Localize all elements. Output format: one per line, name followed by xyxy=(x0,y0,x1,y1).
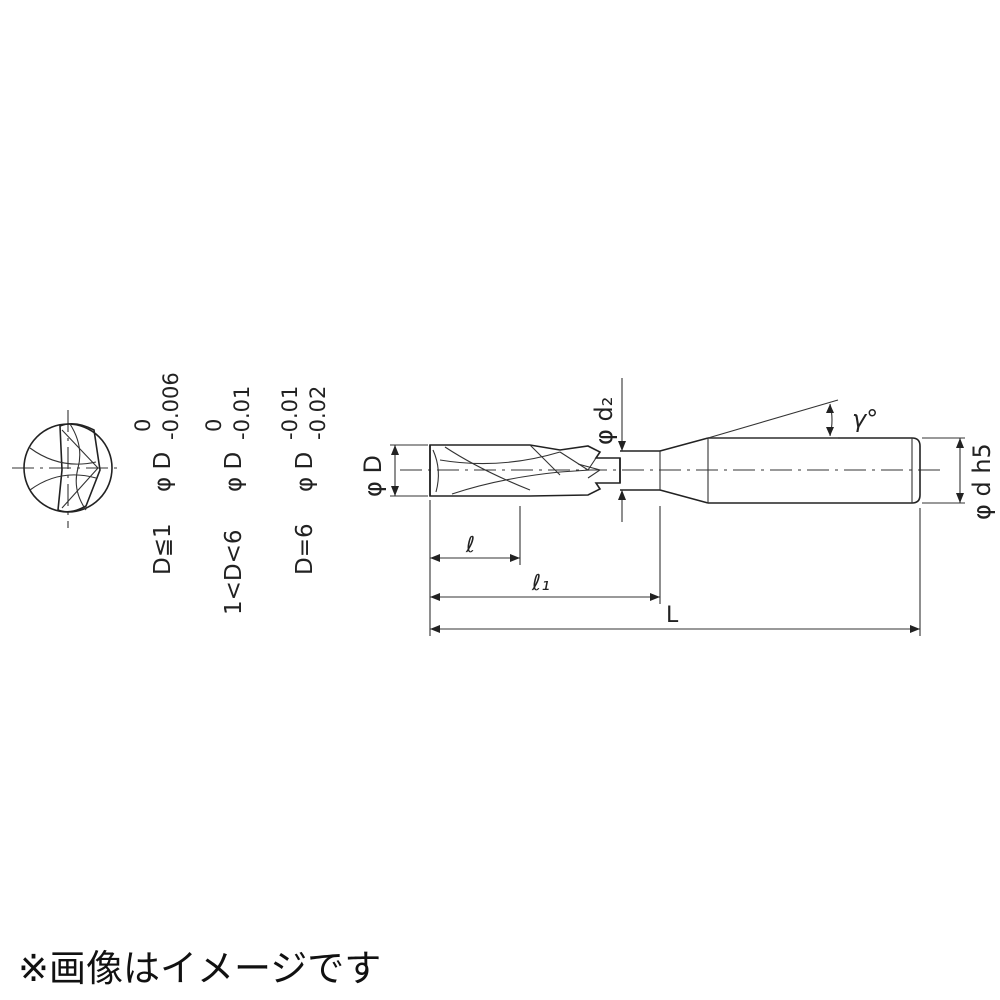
dimension-L: L xyxy=(430,603,920,633)
side-view xyxy=(400,437,945,504)
shank-diameter-label: φ d h5 xyxy=(968,443,996,520)
row1-upper: 0 xyxy=(131,419,155,432)
row1-condition: D≦1 xyxy=(150,523,176,575)
row2-symbol: φ D xyxy=(221,452,247,492)
dimension-l1: ℓ₁ xyxy=(430,571,660,601)
row3-symbol: φ D xyxy=(292,452,318,492)
end-view xyxy=(12,410,120,528)
tolerance-row-2: 1<D<6 φ D 0 -0.01 xyxy=(202,386,254,615)
dimension-d2: φ d₂ xyxy=(590,378,626,522)
row3-lower: -0.02 xyxy=(306,386,330,440)
diameter-label: φ D xyxy=(359,455,387,497)
dimension-l: ℓ xyxy=(430,533,520,562)
row2-lower: -0.01 xyxy=(230,386,254,440)
dimension-D: φ D xyxy=(359,444,428,497)
flute-length-label: ℓ xyxy=(465,533,475,558)
row2-upper: 0 xyxy=(202,419,226,432)
dimension-d-h5: φ d h5 xyxy=(922,437,996,520)
tolerance-row-1: D≦1 φ D 0 -0.006 xyxy=(131,372,183,575)
overall-length-label: L xyxy=(666,603,679,628)
row3-upper: -0.01 xyxy=(278,386,302,440)
neck-length-label: ℓ₁ xyxy=(531,571,550,596)
image-disclaimer: ※画像はイメージです xyxy=(18,947,382,990)
row1-lower: -0.006 xyxy=(159,372,183,440)
tolerance-row-3: D=6 φ D -0.01 -0.02 xyxy=(278,386,330,575)
dimension-angle: γ° xyxy=(707,399,878,439)
row1-symbol: φ D xyxy=(150,452,176,492)
neck-diameter-label: φ d₂ xyxy=(590,397,618,445)
row2-condition: 1<D<6 xyxy=(221,529,247,615)
angle-label: γ° xyxy=(852,405,878,433)
row3-condition: D=6 xyxy=(292,523,318,575)
